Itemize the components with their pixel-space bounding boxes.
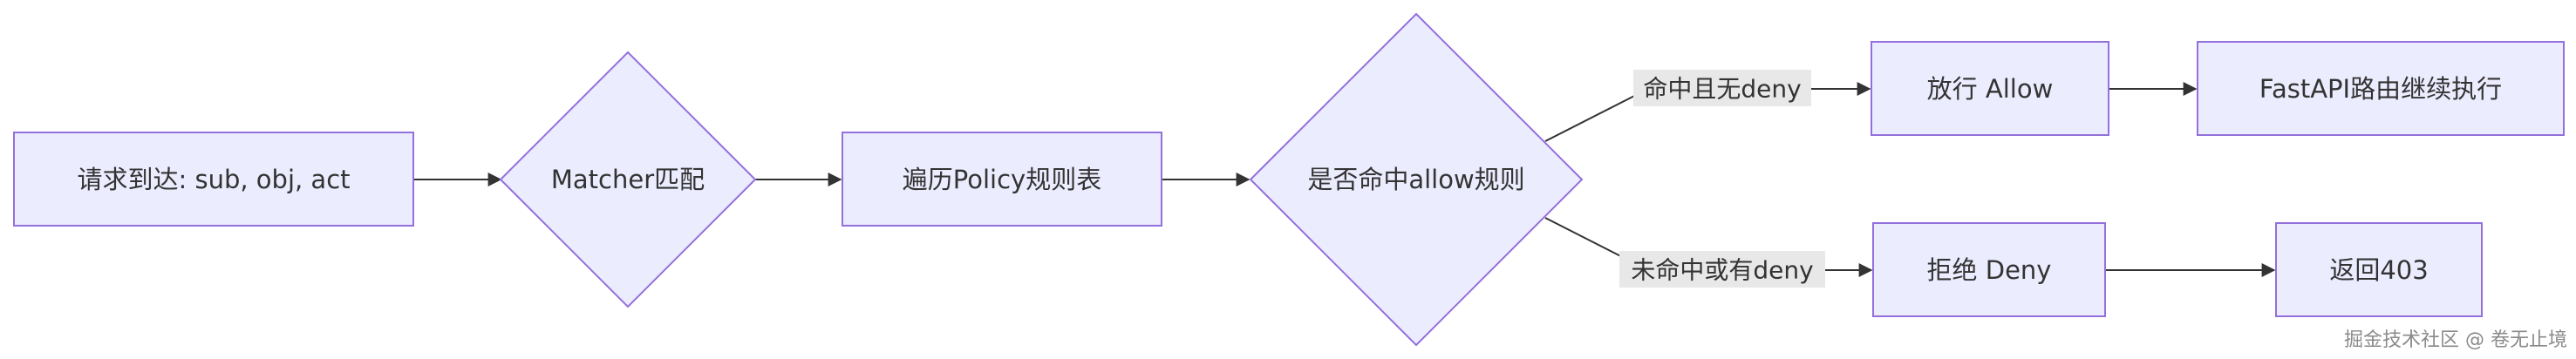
edge-label-text: 命中且无deny: [1643, 75, 1801, 104]
edge-label-miss-or-deny: 未命中或有deny: [1619, 251, 1825, 288]
node-allow[interactable]: 放行 Allow: [1871, 41, 2109, 136]
watermark-text: 掘金技术社区 @ 卷无止境: [2344, 329, 2567, 351]
node-label: Matcher匹配: [551, 165, 705, 194]
node-return[interactable]: 返回403: [2275, 222, 2483, 317]
edge-label-hit-allow: 命中且无deny: [1633, 70, 1811, 106]
node-label: 遍历Policy规则表: [903, 165, 1101, 194]
node-request[interactable]: 请求到达: sub, obj, act: [13, 132, 414, 227]
node-label: 放行 Allow: [1927, 74, 2054, 104]
node-fastapi[interactable]: FastAPI路由继续执行: [2197, 41, 2565, 136]
node-label: 是否命中allow规则: [1307, 165, 1524, 194]
node-traverse[interactable]: 遍历Policy规则表: [842, 132, 1162, 227]
node-label: 返回403: [2329, 255, 2428, 285]
node-label: 请求到达: sub, obj, act: [77, 165, 350, 194]
node-label: FastAPI路由继续执行: [2259, 74, 2502, 104]
edge-label-text: 未命中或有deny: [1631, 256, 1813, 285]
node-decision[interactable]: 是否命中allow规则: [1249, 12, 1584, 347]
edge-label-bg: [1633, 70, 1811, 106]
node-label: 拒绝 Deny: [1927, 255, 2052, 285]
edge-label-bg: [1619, 251, 1825, 288]
node-deny[interactable]: 拒绝 Deny: [1872, 222, 2106, 317]
node-matcher[interactable]: Matcher匹配: [499, 51, 757, 308]
